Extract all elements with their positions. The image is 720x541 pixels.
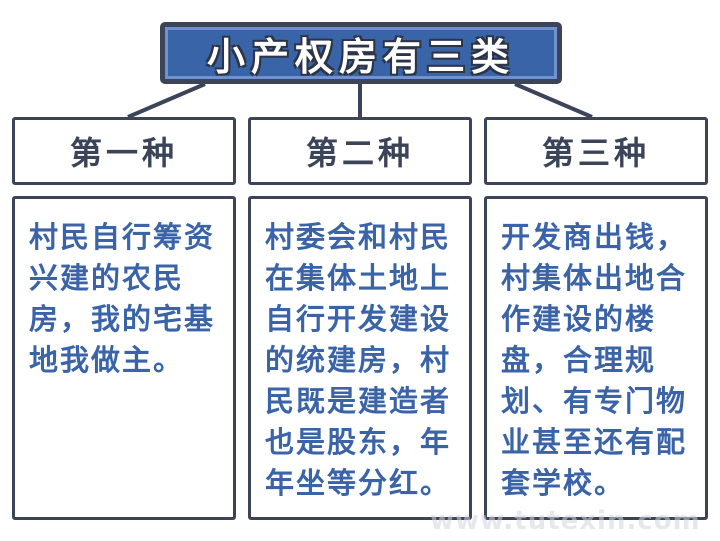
watermark: www.tutexin.com	[430, 506, 701, 536]
connector-right	[514, 82, 593, 119]
category-label-1: 第一种	[69, 134, 178, 172]
description-box-1: 村民自行筹资兴建的农民房，我的宅基地我做主。	[12, 196, 236, 520]
category-label-2: 第二种	[305, 134, 414, 172]
diagram-title: 小产权房有三类	[206, 34, 515, 79]
title-box: 小产权房有三类	[160, 22, 562, 84]
description-box-3: 开发商出钱，村集体出地合作建设的楼盘，合理规划、有专门物业甚至还有配套学校。	[484, 196, 708, 520]
description-box-2: 村委会和村民在集体土地上自行开发建设的统建房，村民既是建造者也是股东，年年坐等分…	[248, 196, 472, 520]
category-box-2: 第二种	[248, 117, 472, 185]
category-box-3: 第三种	[484, 117, 708, 185]
category-label-3: 第三种	[541, 134, 650, 172]
connector-left	[127, 82, 206, 119]
category-box-1: 第一种	[12, 117, 236, 185]
